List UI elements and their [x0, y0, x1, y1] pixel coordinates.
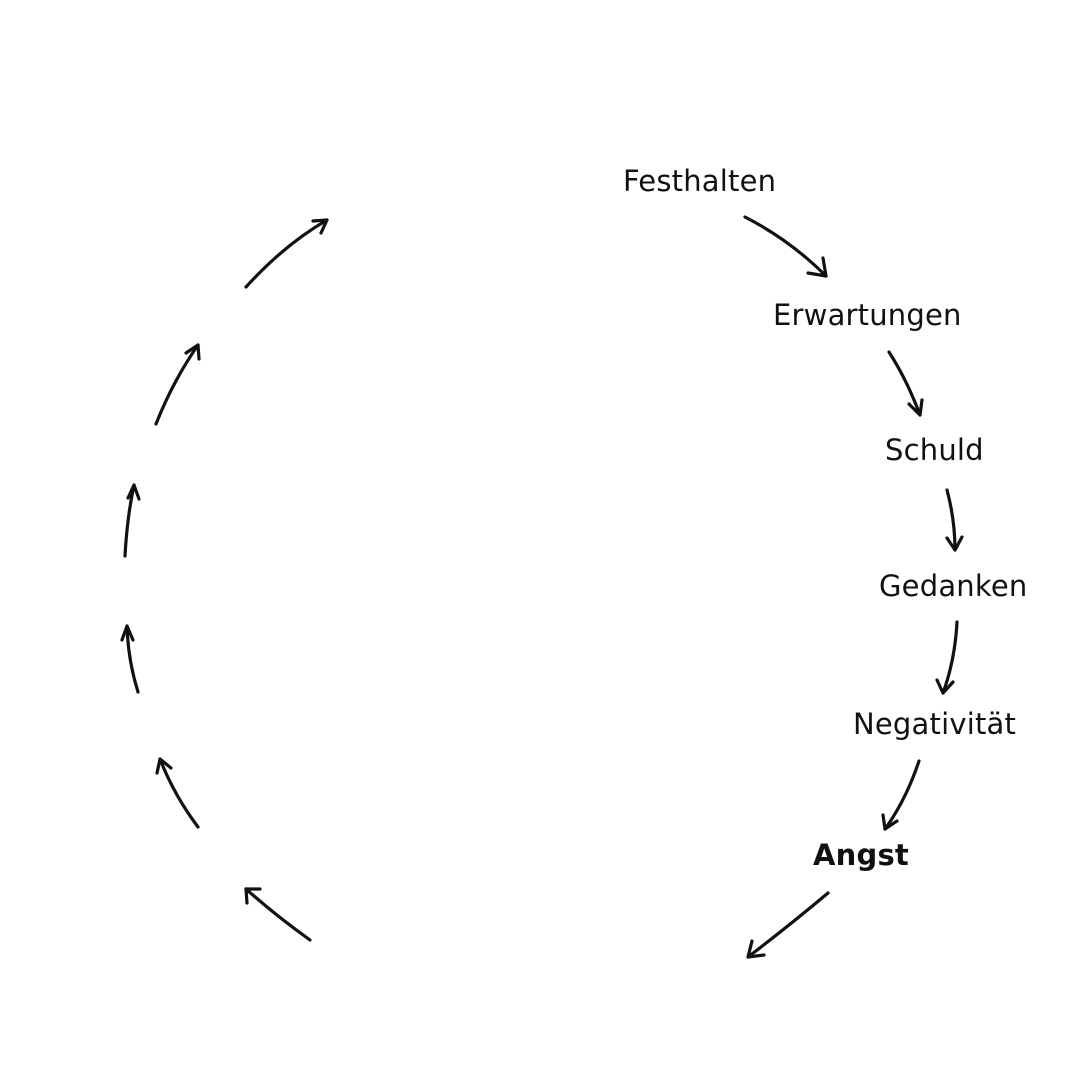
arrow-return-2	[155, 757, 200, 829]
arrow-negativitaet-angst	[881, 759, 921, 831]
arrow-schuld-gedanken	[945, 488, 964, 552]
node-erwartungen: Erwartungen	[773, 298, 962, 332]
node-negativitaet: Negativität	[853, 707, 1017, 741]
node-festhalten: Festhalten	[623, 164, 777, 198]
arrow-festhalten-erwartungen	[743, 215, 828, 278]
node-angst: Angst	[813, 838, 909, 872]
arrow-return-5	[154, 343, 201, 426]
arrow-return-4	[123, 483, 141, 558]
arrow-return-1	[244, 887, 312, 942]
arrow-gedanken-negativitaet	[935, 620, 959, 695]
arrow-erwartungen-schuld	[887, 350, 924, 417]
arrow-angst-out	[746, 891, 830, 959]
arrow-return-3	[120, 624, 140, 694]
arrow-return-6	[244, 218, 329, 289]
node-schuld: Schuld	[885, 433, 984, 467]
node-gedanken: Gedanken	[879, 569, 1028, 603]
